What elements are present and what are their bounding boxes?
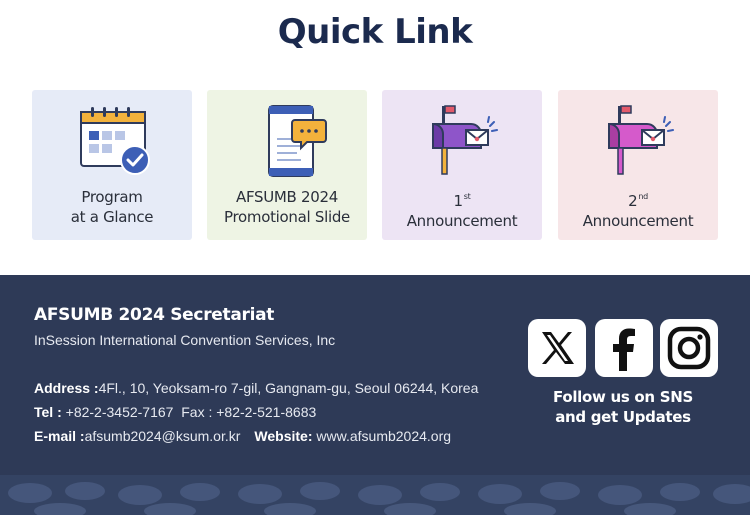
fax-value: Fax : +82-2-521-8683 (173, 404, 317, 420)
facebook-icon (613, 328, 635, 371)
page-title: Quick Link (277, 12, 473, 52)
sns-caption-line1: Follow us on SNS (552, 388, 693, 406)
instagram-icon (667, 326, 711, 370)
tel-value: +82-2-3452-7167 (61, 404, 174, 420)
contact-line: Tel : +82-2-3452-7167 Fax : +82-2-521-86… (34, 404, 316, 420)
quick-link-label-line2: at a Glance (70, 208, 154, 226)
quick-link-promotional-slide[interactable]: AFSUMB 2024 Promotional Slide (207, 90, 367, 240)
address-value: 4Fl., 10, Yeoksam-ro 7-gil, Gangnam-gu, … (98, 380, 479, 396)
x-twitter-button[interactable] (528, 319, 586, 377)
address-line: Address :4Fl., 10, Yeoksam-ro 7-gil, Gan… (34, 380, 478, 396)
quick-link-label-line1: AFSUMB 2024 (235, 188, 338, 206)
tablet-chat-icon (207, 104, 367, 180)
tel-label: Tel : (34, 404, 62, 420)
website-label: Website: (254, 428, 313, 444)
sns-links (528, 319, 720, 379)
instagram-button[interactable] (660, 319, 718, 377)
x-twitter-icon (542, 332, 574, 364)
announcement-number: 2nd (628, 192, 648, 210)
quick-link-2nd-announcement[interactable]: 2nd Announcement (558, 90, 718, 240)
quick-link-grid: Program at a Glance AFSUMB 2024 Promoti (32, 90, 718, 240)
mailbox-icon (382, 104, 542, 180)
quick-link-label-line2: Promotional Slide (224, 208, 350, 226)
company-name: InSession International Convention Servi… (34, 332, 336, 348)
quick-link-program[interactable]: Program at a Glance (32, 90, 192, 240)
sns-caption-line2: and get Updates (555, 408, 691, 426)
mailbox-icon (558, 104, 718, 180)
website-link[interactable]: www.afsumb2024.org (312, 428, 452, 444)
email-label: E-mail : (34, 428, 85, 444)
footer: AFSUMB 2024 Secretariat InSession Intern… (0, 275, 750, 515)
announcement-number: 1st (453, 192, 471, 210)
quick-link-label-line1: Program (81, 188, 143, 206)
address-label: Address : (34, 380, 99, 396)
facebook-button[interactable] (595, 319, 653, 377)
quick-link-label-line2: Announcement (406, 212, 518, 230)
quick-link-label-line2: Announcement (582, 212, 694, 230)
email-link[interactable]: afsumb2024@ksum.or.kr (84, 428, 241, 444)
secretariat-title: AFSUMB 2024 Secretariat (34, 305, 275, 325)
footer-background-art (0, 445, 750, 515)
quick-link-1st-announcement[interactable]: 1st Announcement (382, 90, 542, 240)
email-website-line: E-mail :afsumb2024@ksum.or.kr Website: ww… (34, 428, 451, 444)
calendar-check-icon (32, 104, 192, 180)
